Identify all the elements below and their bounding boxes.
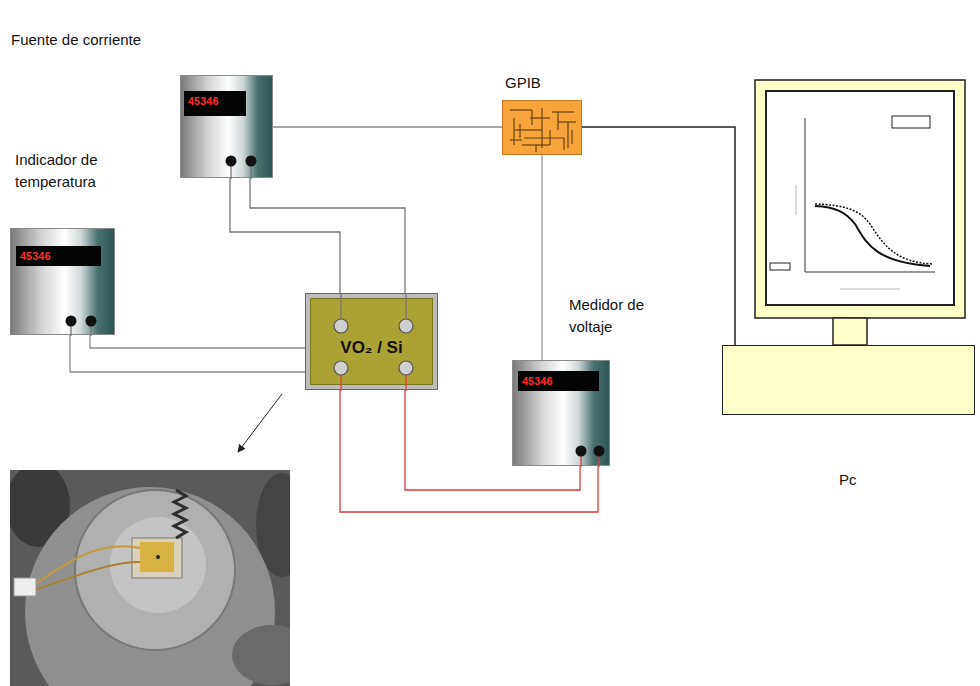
circuit-trace [510,139,522,140]
axis-title-mark [796,185,797,215]
instrument-display: 45346 [518,371,599,391]
signal-cable [273,126,502,127]
terminal-jack [594,446,605,457]
sample-label: VO₂ / Si [306,338,437,358]
axis-title-mark [840,289,900,290]
terminal-pad [399,319,413,333]
computer-base: Pc [722,345,975,415]
gpib-outline [503,101,582,155]
device-label: GPIB [505,72,575,94]
terminal-jack [246,156,257,167]
instrument-box: 45346Indicador de temperatura [10,228,115,335]
terminal-jack [576,446,587,457]
circuit-trace [530,117,550,118]
photo-spring [174,490,186,538]
photo-recess [232,625,290,685]
circuit-trace [557,112,558,130]
signal-cable [70,335,305,372]
chart-legend-box [770,263,790,270]
monitor-illustration [755,80,965,345]
circuit-trace [519,124,520,138]
terminal-jack [86,316,97,327]
display-reading: 45346 [16,246,55,266]
gpib-interface: GPIB [502,100,582,155]
signal-cable [250,178,405,293]
photo-connector [14,578,36,596]
chart-curve [815,204,932,264]
photo-inner-disk [75,490,235,650]
chart-axes [805,118,935,272]
leader-arrow [238,394,282,452]
photo-holder [132,538,182,578]
gpib-board [502,100,582,155]
instrument-box: 45346Fuente de corriente [180,75,273,178]
circuit-trace [571,130,572,144]
signal-cable [230,178,340,293]
instrument-display: 45346 [184,91,246,116]
terminal-pad [334,319,348,333]
monitor-frame [755,80,965,318]
instrument-display: 45346 [16,246,101,266]
terminal-pad [334,361,348,375]
circuit-trace [510,109,532,110]
display-reading: 45346 [518,371,557,391]
instrument-label: Medidor de voltaje [569,294,669,338]
circuit-trace [514,129,542,130]
terminal-pad [399,361,413,375]
terminal-jack [66,316,77,327]
display-reading: 45346 [184,91,223,111]
circuit-trace [563,138,564,150]
sample-box: VO₂ / Si [305,293,438,390]
circuit-trace [567,122,568,148]
instrument-label: Fuente de corriente [11,29,176,51]
chart-curve [815,206,930,266]
circuit-trace [513,118,514,145]
signal-cable [90,335,305,348]
circuit-trace [549,130,550,145]
photo-sample [140,542,174,572]
photo-wire [34,546,140,585]
photo-inner-disk [110,517,206,613]
signal-cable [541,155,542,360]
device-label: Pc [839,469,879,491]
photo-sample-dot [156,555,160,559]
photo-wire [34,562,140,590]
circuit-trace [541,108,542,148]
circuit-trace [535,145,536,152]
chart-legend-box [892,116,930,128]
instrument-box: 45346Medidor de voltaje [512,360,610,466]
instrument-label: Indicador de temperatura [15,149,127,193]
terminal-jack [226,156,237,167]
sample-photo [10,470,290,686]
circuit-trace [558,121,576,122]
circuit-trace [552,111,574,112]
circuit-trace [524,137,564,138]
monitor-screen [766,91,954,305]
monitor-stand [833,318,867,345]
